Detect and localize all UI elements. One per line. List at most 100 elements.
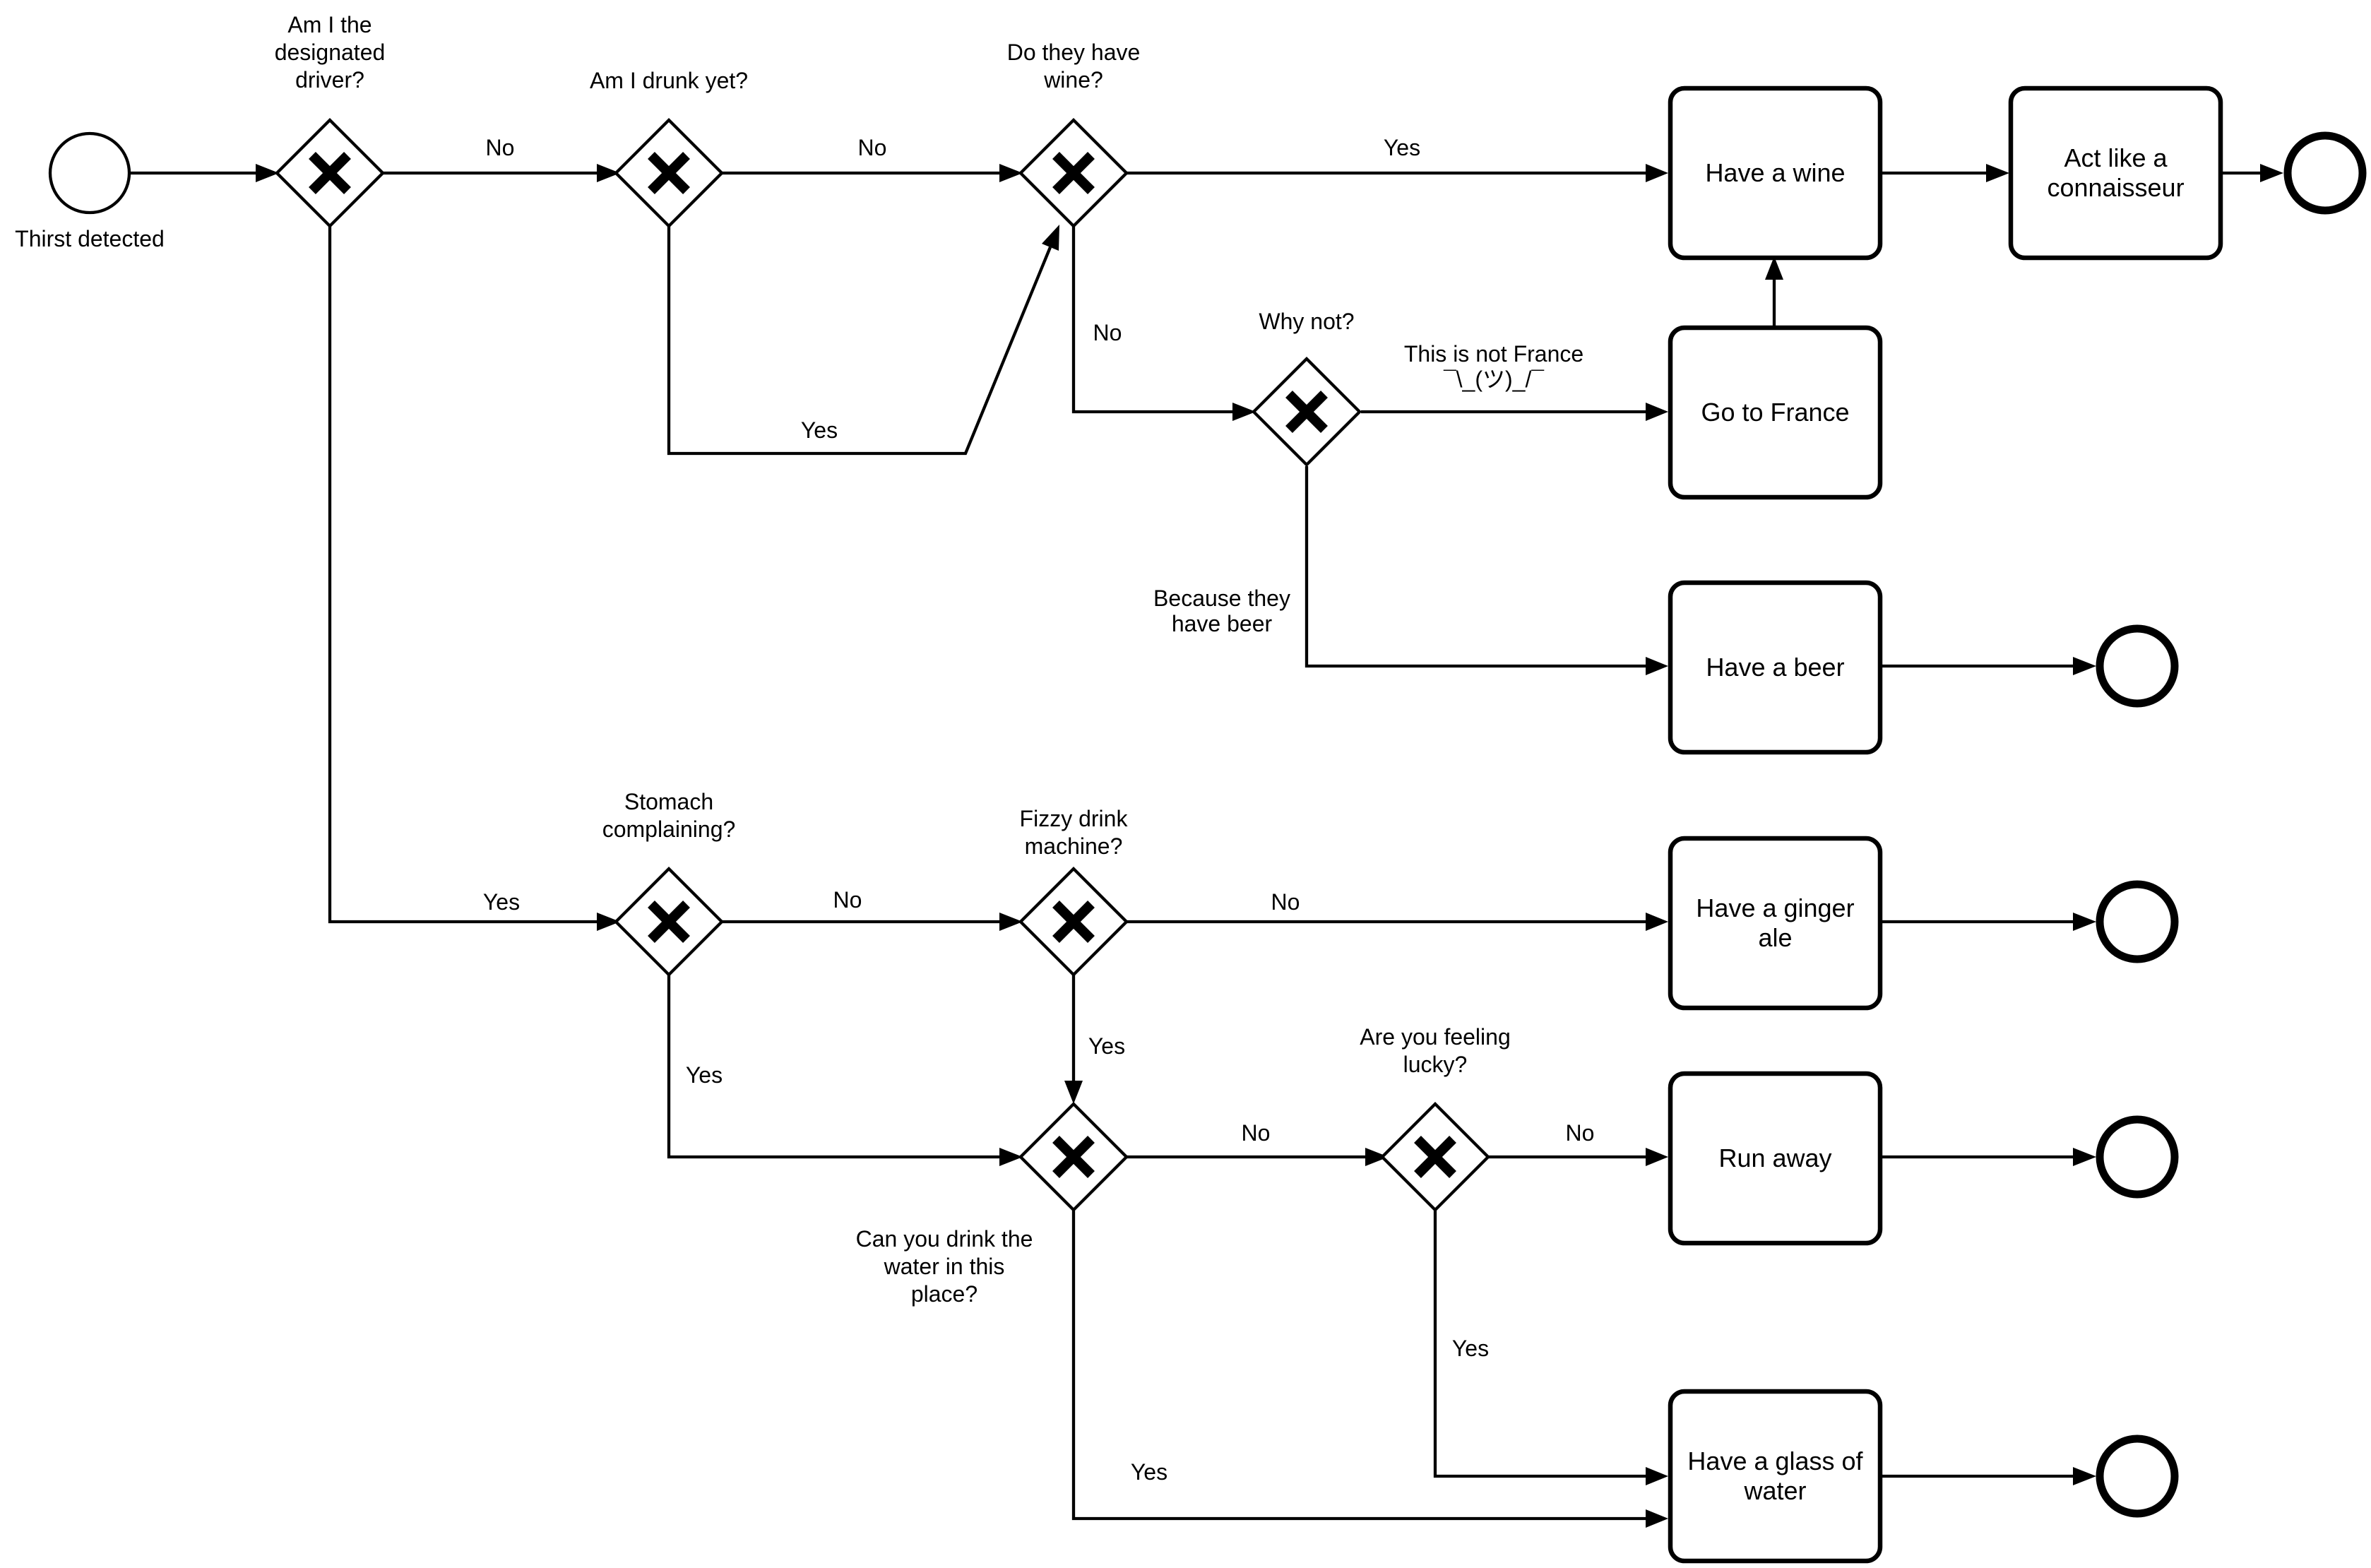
task-go-to-france[interactable]: Go to France bbox=[1668, 325, 1883, 500]
arrowhead bbox=[1765, 256, 1783, 280]
task-label-line: Have a beer bbox=[1706, 653, 1844, 682]
task-label: Have a beer bbox=[1706, 653, 1844, 682]
arrowhead bbox=[1646, 913, 1668, 931]
task-box[interactable] bbox=[1668, 85, 1883, 261]
start-event-label: Thirst detected bbox=[15, 226, 165, 251]
edge-label-line: have beer bbox=[1172, 611, 1273, 636]
exclusive-x-icon bbox=[1052, 152, 1095, 194]
start-event[interactable]: Thirst detected bbox=[15, 131, 165, 251]
gateway-label-line: place? bbox=[911, 1281, 977, 1307]
gateway-label-line: Am I the bbox=[287, 12, 372, 37]
label-fizzy-no: No bbox=[1271, 889, 1300, 915]
arrowhead bbox=[1232, 403, 1256, 421]
gateway-label-line: Stomach bbox=[624, 789, 713, 814]
end-event-water[interactable] bbox=[2096, 1435, 2179, 1518]
gateway-label-line: driver? bbox=[295, 67, 364, 93]
edge-water-yes[interactable] bbox=[1071, 1211, 1646, 1521]
label-driver-yes: Yes bbox=[483, 889, 520, 915]
arrowhead bbox=[1646, 1148, 1668, 1166]
task-label-line: connaisseur bbox=[2047, 173, 2184, 202]
gateway-label-line: Why not? bbox=[1259, 309, 1354, 334]
exclusive-x-icon bbox=[1414, 1136, 1456, 1178]
gateway-label-line: water in this bbox=[884, 1254, 1005, 1279]
edge-lucky-yes[interactable] bbox=[1433, 1211, 1646, 1478]
task-box[interactable] bbox=[1668, 1071, 1883, 1246]
end-event-beer[interactable] bbox=[2096, 624, 2179, 708]
label-not-france: This is not France¯\_(ツ)_/¯ bbox=[1404, 341, 1583, 392]
task-label: Go to France bbox=[1701, 398, 1849, 427]
task-label-line: Have a ginger bbox=[1696, 893, 1854, 922]
gateway-label-line: Fizzy drink bbox=[1020, 806, 1129, 831]
label-drunk-yes: Yes bbox=[801, 417, 838, 443]
task-label-line: Have a wine bbox=[1705, 158, 1845, 187]
task-have-beer[interactable]: Have a beer bbox=[1668, 580, 1883, 755]
arrowhead bbox=[597, 164, 620, 182]
task-box[interactable] bbox=[1668, 836, 1883, 1011]
edge-wine-no[interactable] bbox=[1071, 226, 1232, 414]
end-event-connoisseur[interactable] bbox=[2283, 131, 2367, 215]
gateway-label-line: wine? bbox=[1043, 67, 1103, 93]
gateway-drunk-yet[interactable]: Am I drunk yet? bbox=[590, 68, 748, 229]
task-box[interactable] bbox=[1668, 1389, 1883, 1564]
label-wine-yes: Yes bbox=[1384, 135, 1420, 160]
edge-why-not-beer[interactable] bbox=[1305, 466, 1646, 668]
gateway-label-line: complaining? bbox=[602, 816, 736, 842]
arrowhead bbox=[999, 1148, 1023, 1166]
label-lucky-no: No bbox=[1566, 1120, 1595, 1146]
edges bbox=[129, 164, 2283, 1528]
task-label-line: ale bbox=[1758, 923, 1792, 952]
exclusive-x-icon bbox=[1285, 391, 1328, 433]
arrowhead bbox=[1064, 1081, 1083, 1104]
label-driver-no: No bbox=[486, 135, 515, 160]
end-event-ginger[interactable] bbox=[2096, 880, 2179, 963]
exclusive-x-icon bbox=[648, 901, 690, 943]
gateway-why-not[interactable]: Why not? bbox=[1251, 309, 1362, 468]
exclusive-x-icon bbox=[309, 152, 351, 194]
task-label-line: Have a glass of bbox=[1687, 1447, 1863, 1475]
task-have-wine[interactable]: Have a wine bbox=[1668, 85, 1883, 261]
label-water-yes: Yes bbox=[1131, 1459, 1167, 1485]
arrowhead bbox=[1646, 1467, 1668, 1485]
label-stomach-yes: Yes bbox=[686, 1062, 723, 1088]
task-label: Run away bbox=[1718, 1144, 1831, 1172]
end-event-run[interactable] bbox=[2096, 1115, 2179, 1199]
task-label-line: Go to France bbox=[1701, 398, 1849, 427]
arrowhead bbox=[999, 913, 1023, 931]
edge-stomach-yes[interactable] bbox=[667, 975, 999, 1159]
edge-driver-yes[interactable] bbox=[328, 226, 597, 924]
arrowhead bbox=[2073, 913, 2096, 931]
task-label-line: water bbox=[1743, 1476, 1806, 1505]
gateway-label: Why not? bbox=[1259, 309, 1354, 334]
arrowhead bbox=[1042, 225, 1059, 251]
task-box[interactable] bbox=[1668, 325, 1883, 500]
gateway-label-line: Am I drunk yet? bbox=[590, 68, 748, 93]
arrowhead bbox=[1365, 1148, 1389, 1166]
task-label: Have a wine bbox=[1705, 158, 1845, 187]
task-run-away[interactable]: Run away bbox=[1668, 1071, 1883, 1246]
task-box[interactable] bbox=[1668, 580, 1883, 755]
task-box[interactable] bbox=[2008, 85, 2223, 261]
gateway-label-line: Are you feeling bbox=[1360, 1024, 1510, 1050]
task-label-line: Act like a bbox=[2064, 143, 2168, 172]
gateway-label: Am I drunk yet? bbox=[590, 68, 748, 93]
start-event-circle[interactable] bbox=[48, 131, 131, 215]
edge-drunk-yes[interactable] bbox=[667, 226, 1052, 456]
